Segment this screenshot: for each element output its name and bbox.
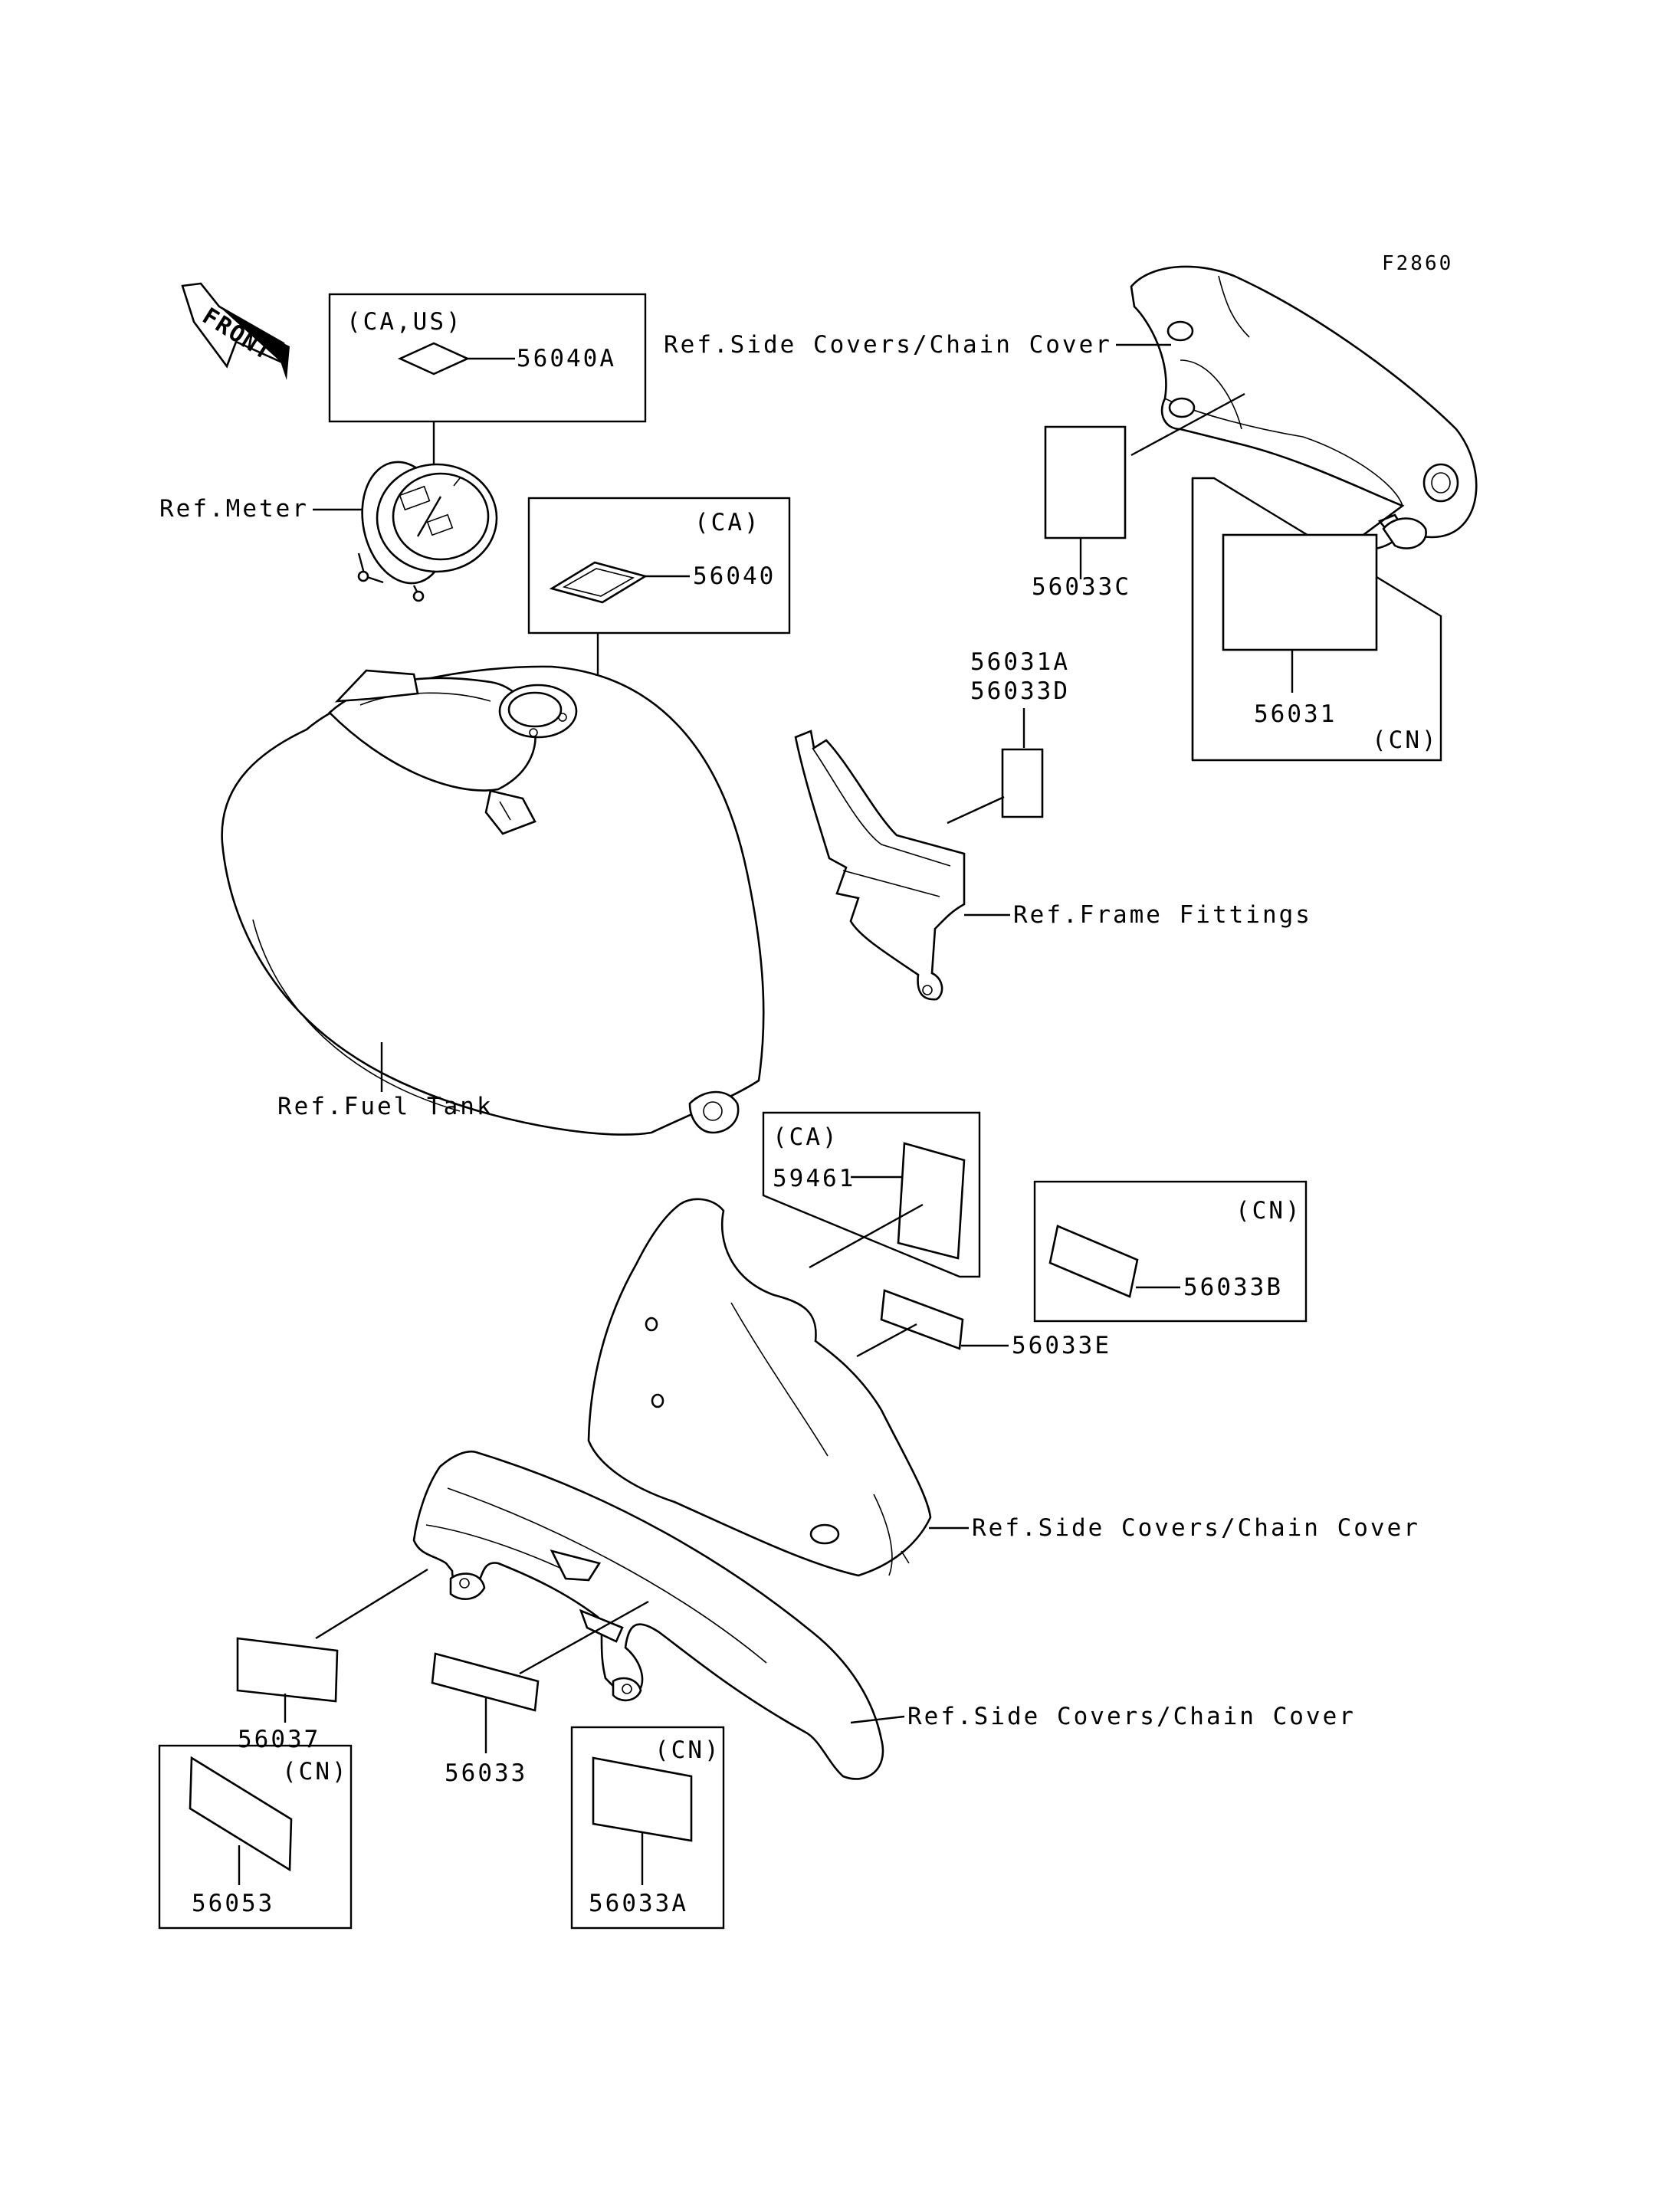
ref-side-covers-mid: Ref.Side Covers/Chain Cover [972, 1514, 1420, 1542]
part-56033: 56033 [445, 1759, 527, 1787]
decal-56033A [592, 1756, 693, 1842]
decal-56033C [1044, 425, 1127, 539]
decal-56031A-56033D [1001, 748, 1044, 818]
side-cover-top-part [1130, 265, 1478, 551]
part-56053: 56053 [192, 1890, 274, 1917]
box-ca-59461-label: (CA) [773, 1123, 839, 1151]
part-56040: 56040 [693, 562, 776, 590]
decal-59461 [897, 1142, 966, 1260]
side-cover-mid-part [587, 1198, 932, 1577]
part-56031: 56031 [1254, 700, 1337, 728]
box-cn-56031: 56031 (CN) [1191, 477, 1442, 762]
decal-56031 [1222, 533, 1378, 651]
part-56040A: 56040A [517, 345, 616, 372]
part-59461: 59461 [773, 1165, 855, 1192]
meter-part [357, 461, 498, 602]
box-cn-56053-label: (CN) [282, 1758, 349, 1785]
box-ca-56040: (CA) 56040 [527, 497, 791, 635]
decal-56033B [1048, 1225, 1139, 1298]
box-cn-56033a-label: (CN) [655, 1736, 721, 1764]
box-ca-56040-label: (CA) [694, 509, 761, 536]
decal-56040 [549, 561, 648, 604]
box-ca-us-label: (CA,US) [346, 308, 463, 336]
part-56033E: 56033E [1012, 1332, 1111, 1359]
decal-56033 [431, 1652, 540, 1712]
box-cn-56033b-label: (CN) [1235, 1197, 1302, 1225]
ref-side-covers-bottom: Ref.Side Covers/Chain Cover [907, 1703, 1356, 1730]
box-cn-56033a: (CN) 56033A [570, 1726, 725, 1930]
part-56033B: 56033B [1183, 1274, 1283, 1301]
ref-frame-fittings: Ref.Frame Fittings [1013, 901, 1312, 929]
figure-code: F2860 [1382, 252, 1453, 275]
frame-fitting-part [794, 730, 966, 1001]
box-ca-59461: (CA) 59461 [762, 1111, 981, 1278]
part-56033D: 56033D [970, 677, 1070, 705]
box-cn-56031-label: (CN) [1372, 726, 1439, 754]
ref-meter: Ref.Meter [159, 495, 309, 523]
part-56033C: 56033C [1032, 573, 1131, 601]
part-56031A: 56031A [970, 648, 1070, 676]
chain-cover-part [412, 1451, 884, 1780]
box-ca-us: (CA,US) 56040A [328, 293, 647, 423]
decal-56037 [236, 1637, 339, 1703]
box-cn-56053: (CN) 56053 [158, 1744, 353, 1930]
decal-56033E [880, 1289, 964, 1350]
ref-side-covers-top: Ref.Side Covers/Chain Cover [664, 331, 1112, 359]
decal-56053 [189, 1756, 293, 1872]
part-56033A: 56033A [589, 1890, 688, 1917]
front-arrow-icon: FRONT [181, 282, 290, 380]
box-cn-56033b: (CN) 56033B [1033, 1180, 1308, 1323]
part-56037: 56037 [238, 1726, 320, 1753]
fuel-tank-part [221, 665, 765, 1136]
decal-56040A [397, 342, 471, 375]
ref-fuel-tank: Ref.Fuel Tank [277, 1093, 494, 1120]
